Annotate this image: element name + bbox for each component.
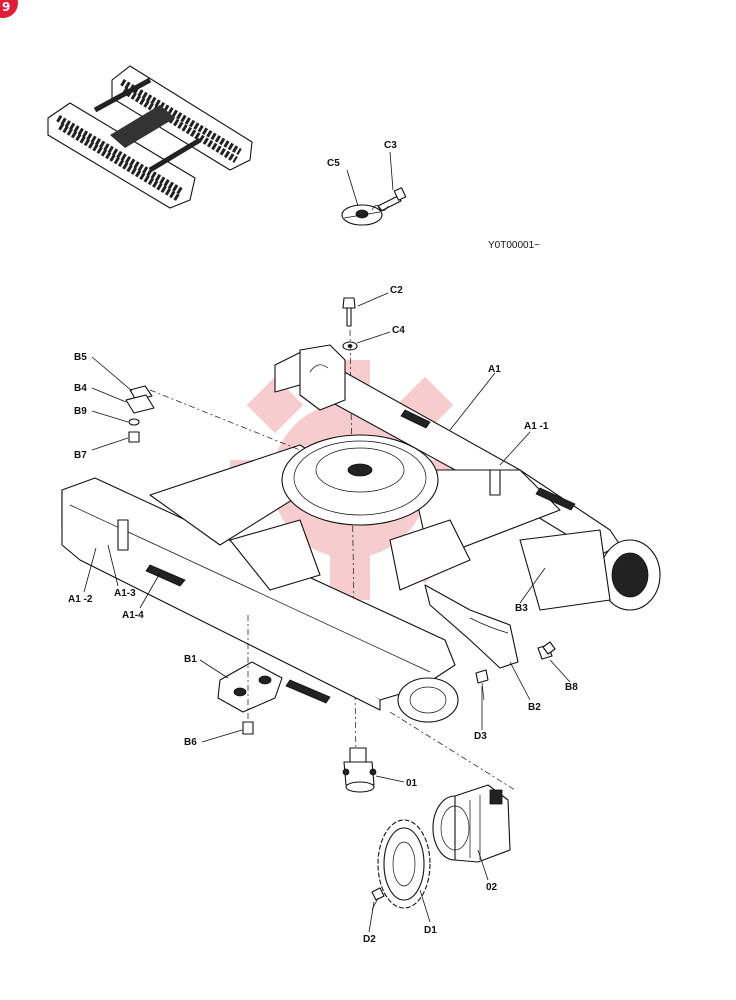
corner-badge-icon[interactable]: 9 bbox=[0, 0, 18, 18]
part-d3-bolt[interactable] bbox=[475, 669, 489, 701]
label-d3: D3 bbox=[474, 731, 487, 742]
label-b7: B7 bbox=[74, 450, 87, 461]
part-c5-cover[interactable] bbox=[341, 204, 383, 226]
part-a1-track-frame[interactable] bbox=[61, 344, 661, 723]
label-b9: B9 bbox=[74, 406, 87, 417]
label-d2: D2 bbox=[363, 934, 376, 945]
label-b3: B3 bbox=[515, 603, 528, 614]
serial-number: Y0T00001~ bbox=[488, 240, 540, 251]
part-b2-cover[interactable] bbox=[424, 584, 519, 669]
label-c4: C4 bbox=[392, 325, 405, 336]
part-b6-bolt[interactable] bbox=[242, 721, 254, 735]
label-a1-2: A1 -2 bbox=[68, 594, 93, 605]
label-b2: B2 bbox=[528, 702, 541, 713]
part-01-swivel-joint[interactable] bbox=[342, 747, 377, 793]
label-b6: B6 bbox=[184, 737, 197, 748]
part-b8-bolt[interactable] bbox=[537, 641, 556, 660]
track-overview-image bbox=[47, 65, 253, 209]
part-c2-bolt[interactable] bbox=[342, 297, 356, 327]
part-c3-bolt[interactable] bbox=[371, 187, 407, 212]
part-b4-plate[interactable] bbox=[125, 394, 155, 414]
label-b8: B8 bbox=[565, 682, 578, 693]
label-a1-4: A1-4 bbox=[122, 610, 144, 621]
label-b4: B4 bbox=[74, 383, 87, 394]
part-b7-bolt[interactable] bbox=[128, 431, 140, 443]
part-b9-washer[interactable] bbox=[128, 418, 140, 426]
label-b5: B5 bbox=[74, 352, 87, 363]
label-d1: D1 bbox=[424, 925, 437, 936]
label-02: 02 bbox=[486, 882, 498, 893]
label-c3: C3 bbox=[384, 140, 397, 151]
label-c5: C5 bbox=[327, 158, 340, 169]
label-b1: B1 bbox=[184, 654, 197, 665]
label-c2: C2 bbox=[390, 285, 403, 296]
label-01: 01 bbox=[406, 778, 418, 789]
part-02-travel-motor[interactable] bbox=[432, 784, 511, 863]
part-d1-sprocket[interactable] bbox=[377, 819, 431, 909]
label-a1-3: A1-3 bbox=[114, 588, 136, 599]
part-d2-bolt[interactable] bbox=[371, 887, 385, 911]
label-a1-1: A1 -1 bbox=[524, 421, 549, 432]
label-a1: A1 bbox=[488, 364, 501, 375]
part-b1-bracket[interactable] bbox=[217, 661, 283, 713]
